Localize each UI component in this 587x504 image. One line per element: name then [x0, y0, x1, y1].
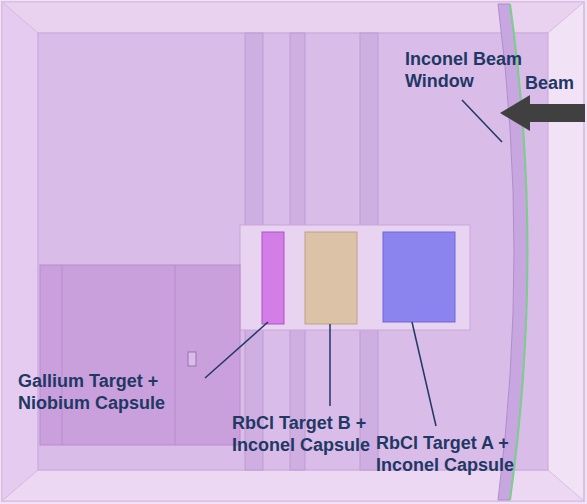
rbcl-target-a-label: RbCl Target A + Inconel Capsule — [376, 432, 546, 476]
beam-label: Beam — [525, 72, 583, 94]
gallium-target-label: Gallium Target + Niobium Capsule — [18, 370, 188, 414]
